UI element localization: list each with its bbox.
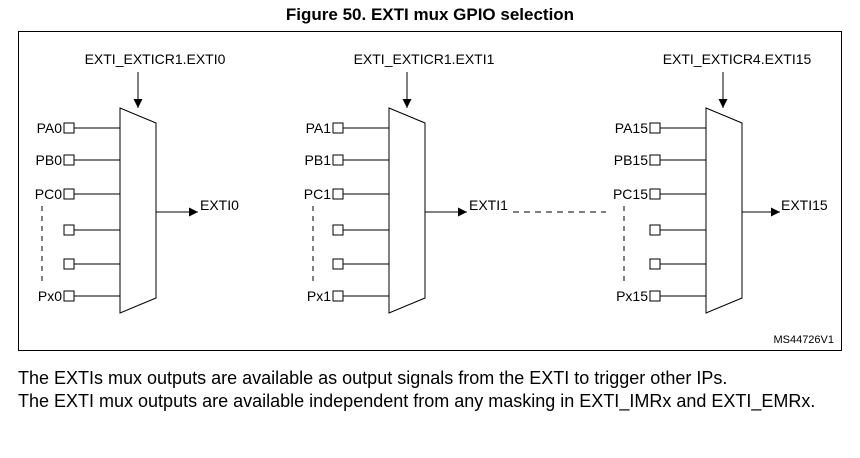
pin-square	[649, 122, 661, 134]
pin-label: PC0	[35, 186, 62, 202]
mux-exti15: EXTI_EXTICR4.EXTI15 EXTI15 PA15 PB15 PC1…	[613, 51, 828, 314]
diagram-frame	[18, 31, 842, 351]
select-label: EXTI_EXTICR1.EXTI1	[354, 51, 495, 67]
pin-square	[649, 188, 661, 200]
pin-square	[649, 290, 661, 302]
pin-label: PA15	[615, 120, 648, 136]
output-label: EXTI15	[781, 197, 828, 213]
pin-label: PB15	[614, 152, 648, 168]
mux-body	[119, 107, 157, 314]
input-pin: PC0	[35, 186, 120, 202]
input-pin: Px1	[307, 288, 389, 304]
pin-square	[332, 122, 344, 134]
input-pin: Px15	[616, 288, 706, 304]
pin-square	[332, 290, 344, 302]
input-pin: PB15	[614, 152, 706, 168]
pin-square	[63, 290, 75, 302]
pin-square	[63, 258, 75, 270]
pin-square	[649, 224, 661, 236]
output-label: EXTI1	[469, 197, 508, 213]
pin-square	[649, 258, 661, 270]
pin-label: PB0	[36, 152, 63, 168]
input-pin	[63, 258, 120, 270]
pin-label: Px1	[307, 288, 331, 304]
reference-code: MS44726V1	[773, 334, 834, 346]
input-pin: PB1	[305, 152, 389, 168]
mux-body	[388, 107, 426, 314]
input-pin: PC15	[613, 186, 706, 202]
pin-square	[332, 154, 344, 166]
pin-label: PB1	[305, 152, 332, 168]
input-pin	[649, 224, 706, 236]
pin-square	[332, 224, 344, 236]
pin-square	[332, 188, 344, 200]
pin-square	[649, 154, 661, 166]
pin-square	[63, 154, 75, 166]
output-label: EXTI0	[200, 197, 239, 213]
input-pin: Px0	[38, 288, 120, 304]
mux-exti0: EXTI_EXTICR1.EXTI0 EXTI0 PA0 PB0 PC0	[35, 51, 239, 314]
input-pin	[649, 258, 706, 270]
input-pin	[332, 258, 389, 270]
pin-label: PC1	[304, 186, 331, 202]
input-pin: PC1	[304, 186, 389, 202]
mux-exti1: EXTI_EXTICR1.EXTI1 EXTI1 PA1 PB1 PC1	[304, 51, 508, 314]
pin-label: PC15	[613, 186, 648, 202]
mux-body	[705, 107, 743, 314]
input-pin	[63, 224, 120, 236]
input-pin: PB0	[36, 152, 120, 168]
pin-label: PA0	[37, 120, 63, 136]
pin-square	[332, 258, 344, 270]
description-paragraph: The EXTIs mux outputs are available as o…	[18, 368, 728, 388]
pin-square	[63, 224, 75, 236]
pin-square	[63, 122, 75, 134]
select-label: EXTI_EXTICR1.EXTI0	[85, 51, 226, 67]
input-pin: PA15	[615, 120, 706, 136]
select-label: EXTI_EXTICR4.EXTI15	[663, 51, 812, 67]
pin-label: PA1	[306, 120, 332, 136]
pin-square	[63, 188, 75, 200]
pin-label: Px0	[38, 288, 62, 304]
input-pin: PA0	[37, 120, 120, 136]
description: The EXTIs mux outputs are available as o…	[18, 367, 848, 413]
input-pin	[332, 224, 389, 236]
figure-title: Figure 50. EXTI mux GPIO selection	[285, 5, 575, 24]
pin-label: Px15	[616, 288, 648, 304]
description-paragraph: The EXTI mux outputs are available indep…	[18, 391, 816, 411]
input-pin: PA1	[306, 120, 389, 136]
